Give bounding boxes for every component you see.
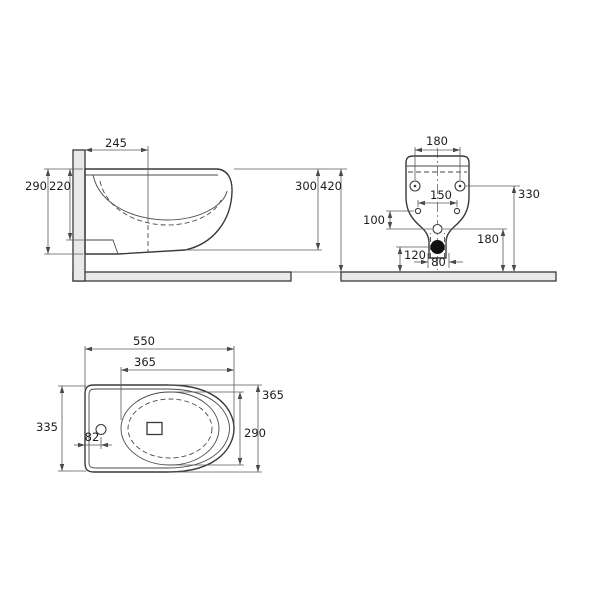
- tap-hole: [95, 423, 107, 436]
- hanger-bolt-center-right: [458, 184, 462, 188]
- bidet-side-profile: [84, 168, 233, 255]
- front-view: 180 150 330 100 180 120 80: [340, 134, 557, 282]
- top-dim-365-right-label: 365: [262, 388, 284, 402]
- front-dim-80-label: 80: [431, 255, 446, 269]
- water-inlet-hole: [432, 223, 443, 235]
- fixing-hole-right: [453, 207, 461, 215]
- side-dim-420-label: 420: [320, 179, 342, 193]
- top-dim-290-label: 290: [244, 426, 266, 440]
- bowl-hidden-contour-side: [99, 180, 223, 226]
- top-view: 550 365 335 290 365 82: [36, 334, 284, 473]
- side-dim-300-label: 300: [295, 179, 317, 193]
- front-dim-330-label: 330: [518, 187, 540, 201]
- top-dim-550-label: 550: [133, 334, 155, 348]
- wall-section: [72, 149, 86, 282]
- bidet-top-outline: [84, 384, 235, 473]
- side-dim-245-label: 245: [105, 136, 127, 150]
- front-dim-120-label: 120: [404, 248, 426, 262]
- overflow-detail: [146, 421, 163, 436]
- side-view: 245 290 220 300 420: [25, 136, 347, 282]
- bidet-front-outline: [405, 155, 470, 259]
- fixing-hole-left: [414, 207, 422, 215]
- side-dim-220-label: 220: [49, 179, 71, 193]
- base-detail-side: [85, 239, 119, 255]
- top-dim-365-top-label: 365: [134, 355, 156, 369]
- top-dim-335-label: 335: [36, 420, 58, 434]
- side-dim-290-label: 290: [25, 179, 47, 193]
- front-dim-100-label: 100: [363, 213, 385, 227]
- front-dim-150-label: 150: [430, 188, 452, 202]
- floor-section-front: [340, 271, 557, 282]
- rim-inner-edge-top: [88, 388, 230, 469]
- hanger-bolt-center-left: [413, 184, 417, 188]
- drain-outlet: [430, 240, 445, 254]
- floor-section-side: [72, 271, 292, 282]
- front-dim-180-top-label: 180: [426, 134, 448, 148]
- bowl-hidden-contour-top: [127, 398, 213, 459]
- bowl-contour-side: [92, 174, 228, 221]
- top-dim-82-label: 82: [85, 430, 100, 444]
- front-dim-180-right-label: 180: [477, 232, 499, 246]
- bowl-outline-top: [120, 391, 220, 466]
